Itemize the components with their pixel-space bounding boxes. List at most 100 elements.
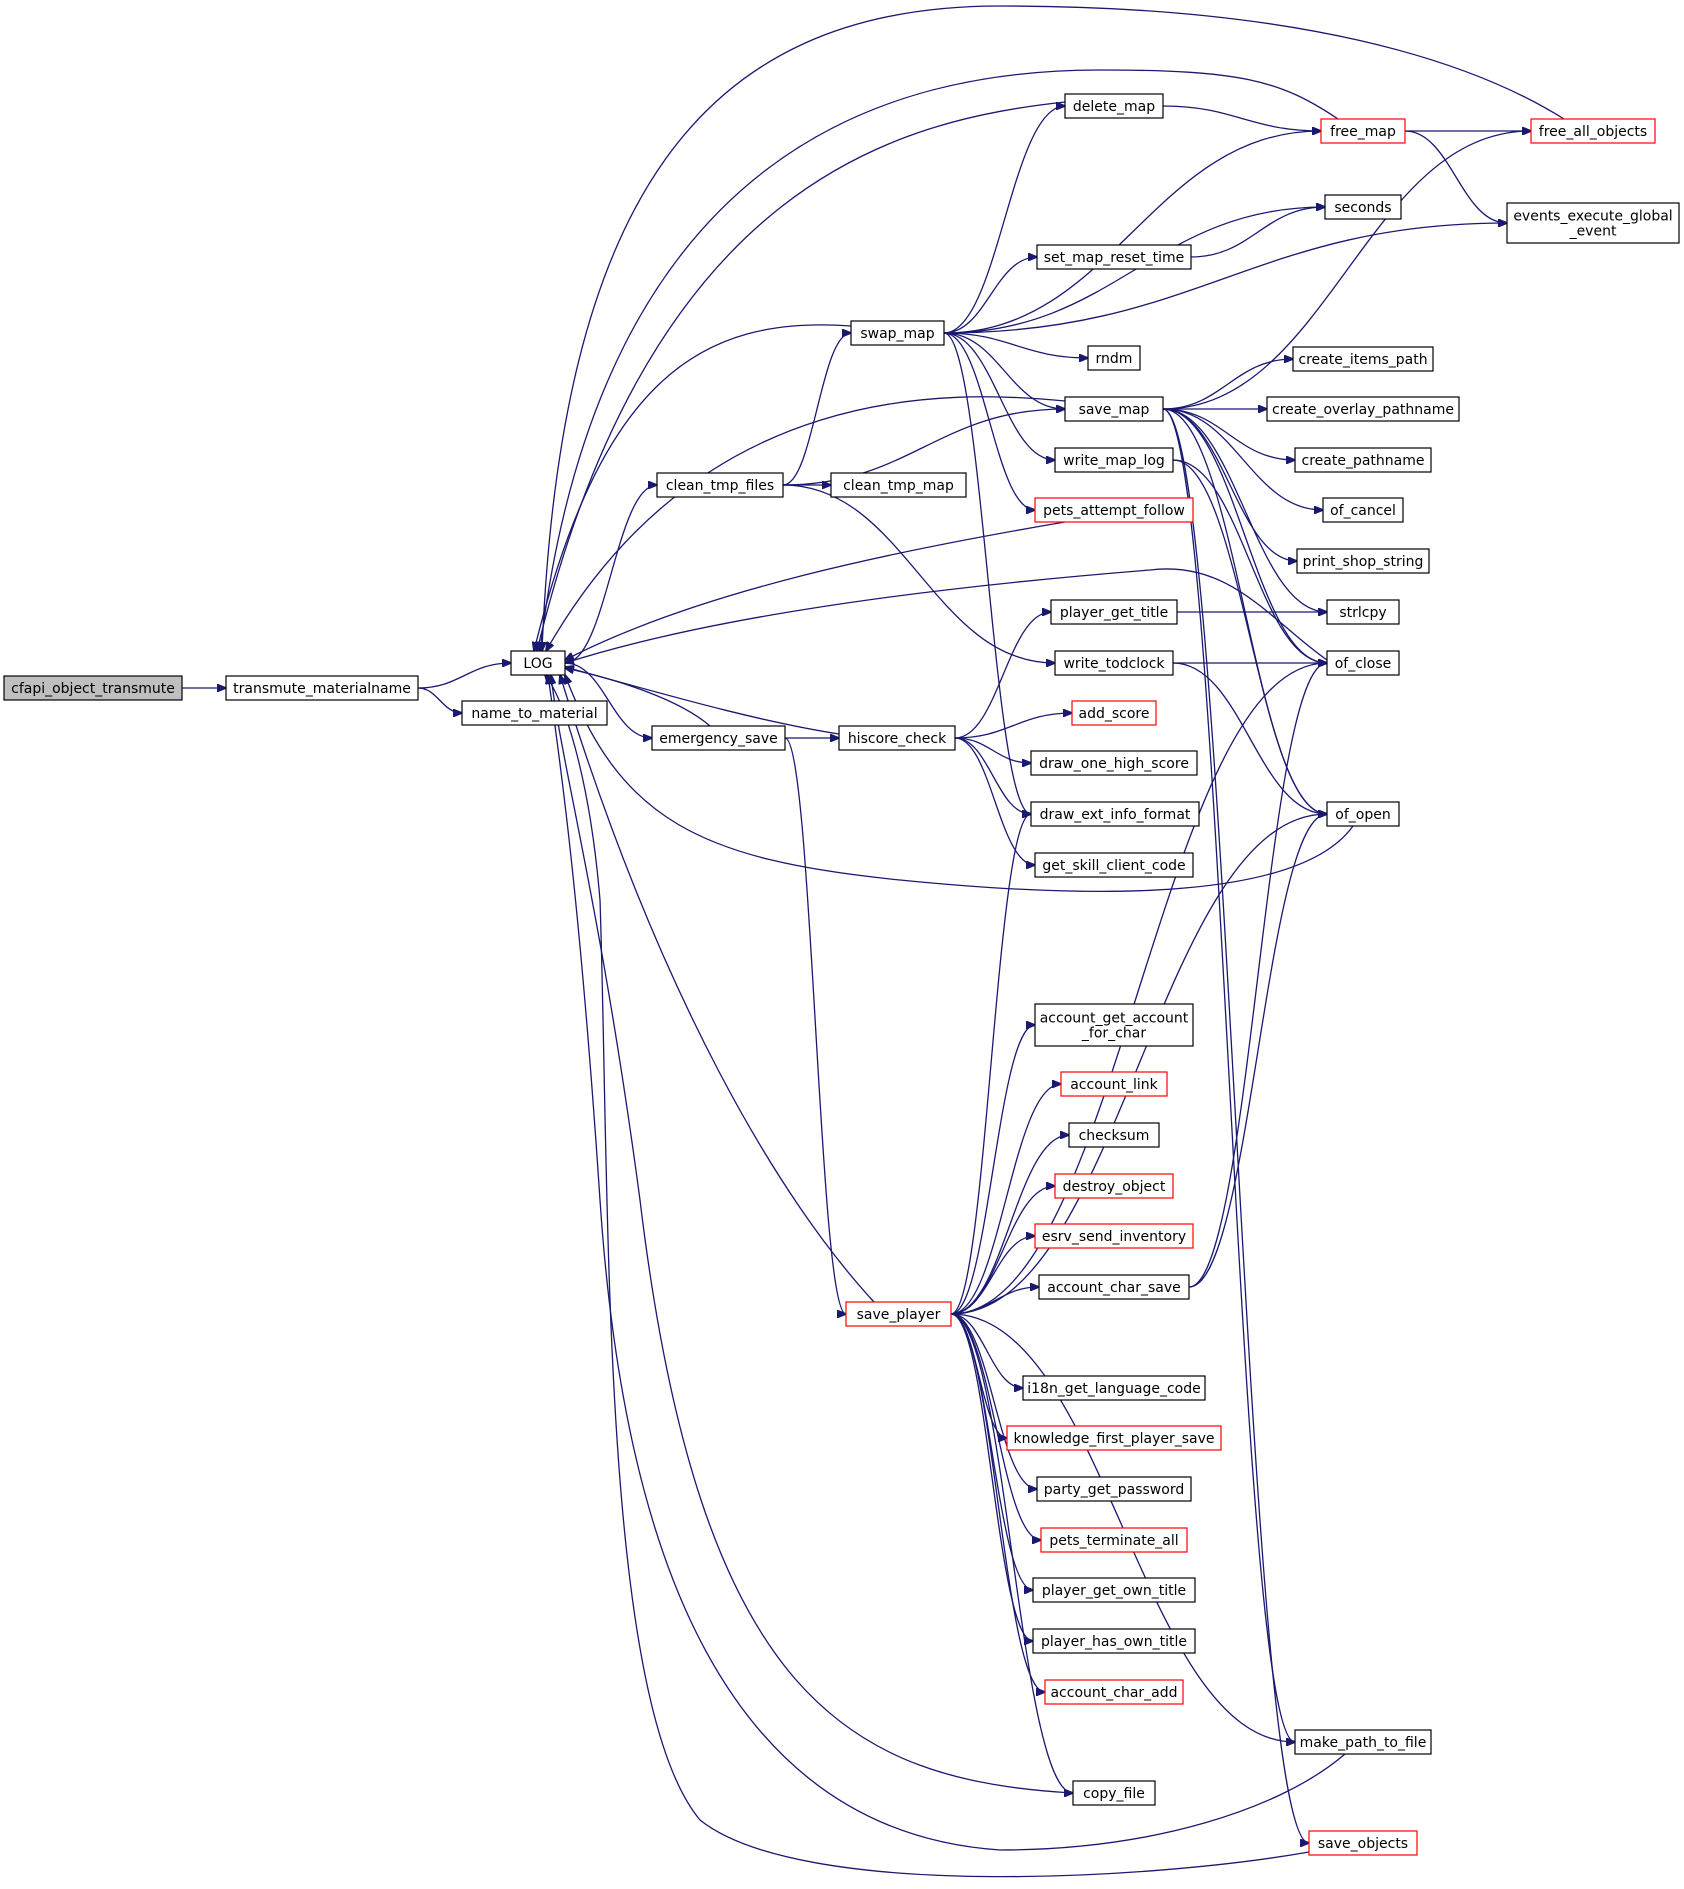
node-box[interactable]	[838, 725, 956, 751]
node-box[interactable]	[510, 650, 566, 676]
node-events-execute-global-event[interactable]: events_execute_global_event	[1506, 202, 1680, 244]
node-free-all-objects[interactable]: free_all_objects	[1530, 118, 1656, 144]
node-box[interactable]	[1296, 548, 1430, 574]
node-box[interactable]	[1064, 396, 1164, 422]
node-box[interactable]	[1324, 194, 1402, 220]
node-box[interactable]	[830, 472, 967, 498]
node-box[interactable]	[225, 675, 419, 701]
node-box[interactable]	[1030, 750, 1198, 776]
node-box[interactable]	[1054, 447, 1174, 473]
node-box[interactable]	[1064, 93, 1164, 119]
node-write-todclock[interactable]: write_todclock	[1054, 650, 1174, 676]
node-box[interactable]	[1044, 1679, 1184, 1705]
node-box[interactable]	[1068, 1122, 1160, 1148]
node-box[interactable]	[3, 675, 183, 701]
node-copy-file[interactable]: copy_file	[1072, 1780, 1156, 1806]
node-box[interactable]	[1072, 1780, 1156, 1806]
node-clean-tmp-map[interactable]: clean_tmp_map	[830, 472, 967, 498]
node-player-get-title[interactable]: player_get_title	[1050, 599, 1178, 625]
node-of-close[interactable]: of_close	[1326, 650, 1400, 676]
node-get-skill-client-code[interactable]: get_skill_client_code	[1034, 852, 1194, 878]
node-box[interactable]	[651, 725, 786, 751]
node-box[interactable]	[1040, 1527, 1188, 1553]
node-box[interactable]	[845, 1301, 952, 1327]
node-write-map-log[interactable]: write_map_log	[1054, 447, 1174, 473]
node-box[interactable]	[1030, 801, 1200, 827]
node-box[interactable]	[1060, 1071, 1168, 1097]
node-box[interactable]	[1292, 346, 1434, 372]
node-box[interactable]	[1034, 852, 1194, 878]
node-make-path-to-file[interactable]: make_path_to_file	[1294, 1729, 1432, 1755]
node-save-objects[interactable]: save_objects	[1308, 1830, 1418, 1856]
node-player-get-own-title[interactable]: player_get_own_title	[1032, 1577, 1196, 1603]
node-box[interactable]	[1032, 1628, 1196, 1654]
node-box[interactable]	[1326, 650, 1400, 676]
node-box[interactable]	[1050, 599, 1178, 625]
node-box[interactable]	[1034, 1223, 1194, 1249]
node-box[interactable]	[1320, 118, 1406, 144]
node-box[interactable]	[1032, 1577, 1196, 1603]
node-set-map-reset-time[interactable]: set_map_reset_time	[1036, 244, 1192, 270]
node-rndm[interactable]: rndm	[1087, 345, 1141, 371]
node-create-overlay-pathname[interactable]: create_overlay_pathname	[1266, 396, 1460, 422]
node-hiscore-check[interactable]: hiscore_check	[838, 725, 956, 751]
node-box[interactable]	[850, 320, 945, 346]
node-name-to-material[interactable]: name_to_material	[461, 700, 608, 726]
node-i18n-get-language-code[interactable]: i18n_get_language_code	[1022, 1375, 1206, 1401]
node-clean-tmp-files[interactable]: clean_tmp_files	[656, 472, 784, 498]
node-knowledge-first-player-save[interactable]: knowledge_first_player_save	[1006, 1425, 1222, 1451]
node-box[interactable]	[1034, 1003, 1194, 1047]
node-save-player[interactable]: save_player	[845, 1301, 952, 1327]
node-destroy-object[interactable]: destroy_object	[1054, 1173, 1174, 1199]
node-print-shop-string[interactable]: print_shop_string	[1296, 548, 1430, 574]
node-add-score[interactable]: add_score	[1071, 700, 1157, 726]
node-party-get-password[interactable]: party_get_password	[1036, 1476, 1192, 1502]
node-box[interactable]	[1054, 1173, 1174, 1199]
node-box[interactable]	[1326, 599, 1400, 625]
node-seconds[interactable]: seconds	[1324, 194, 1402, 220]
node-box[interactable]	[1006, 1425, 1222, 1451]
node-box[interactable]	[1036, 244, 1192, 270]
node-create-pathname[interactable]: create_pathname	[1294, 447, 1432, 473]
node-of-open[interactable]: of_open	[1326, 801, 1400, 827]
node-save-map[interactable]: save_map	[1064, 396, 1164, 422]
node-delete-map[interactable]: delete_map	[1064, 93, 1164, 119]
node-create-items-path[interactable]: create_items_path	[1292, 346, 1434, 372]
node-box[interactable]	[1308, 1830, 1418, 1856]
node-account-char-save[interactable]: account_char_save	[1038, 1274, 1190, 1300]
node-box[interactable]	[1071, 700, 1157, 726]
node-box[interactable]	[1294, 447, 1432, 473]
node-cfapi-object-transmute[interactable]: cfapi_object_transmute	[3, 675, 183, 701]
node-box[interactable]	[1034, 497, 1194, 523]
node-account-get-account-for-char[interactable]: account_get_account_for_char	[1034, 1003, 1194, 1047]
node-draw-ext-info-format[interactable]: draw_ext_info_format	[1030, 801, 1200, 827]
node-box[interactable]	[1322, 497, 1404, 523]
node-box[interactable]	[461, 700, 608, 726]
node-transmute-materialname[interactable]: transmute_materialname	[225, 675, 419, 701]
node-of-cancel[interactable]: of_cancel	[1322, 497, 1404, 523]
node-swap-map[interactable]: swap_map	[850, 320, 945, 346]
node-account-link[interactable]: account_link	[1060, 1071, 1168, 1097]
node-player-has-own-title[interactable]: player_has_own_title	[1032, 1628, 1196, 1654]
node-box[interactable]	[1266, 396, 1460, 422]
node-pets-terminate-all[interactable]: pets_terminate_all	[1040, 1527, 1188, 1553]
node-emergency-save[interactable]: emergency_save	[651, 725, 786, 751]
node-box[interactable]	[1022, 1375, 1206, 1401]
node-account-char-add[interactable]: account_char_add	[1044, 1679, 1184, 1705]
node-esrv-send-inventory[interactable]: esrv_send_inventory	[1034, 1223, 1194, 1249]
node-box[interactable]	[1087, 345, 1141, 371]
node-strlcpy[interactable]: strlcpy	[1326, 599, 1400, 625]
node-free-map[interactable]: free_map	[1320, 118, 1406, 144]
node-box[interactable]	[1054, 650, 1174, 676]
node-LOG[interactable]: LOG	[510, 650, 566, 676]
node-draw-one-high-score[interactable]: draw_one_high_score	[1030, 750, 1198, 776]
node-box[interactable]	[1506, 202, 1680, 244]
node-box[interactable]	[1038, 1274, 1190, 1300]
node-box[interactable]	[1326, 801, 1400, 827]
node-box[interactable]	[1294, 1729, 1432, 1755]
node-pets-attempt-follow[interactable]: pets_attempt_follow	[1034, 497, 1194, 523]
node-box[interactable]	[656, 472, 784, 498]
node-checksum[interactable]: checksum	[1068, 1122, 1160, 1148]
node-box[interactable]	[1530, 118, 1656, 144]
node-box[interactable]	[1036, 1476, 1192, 1502]
